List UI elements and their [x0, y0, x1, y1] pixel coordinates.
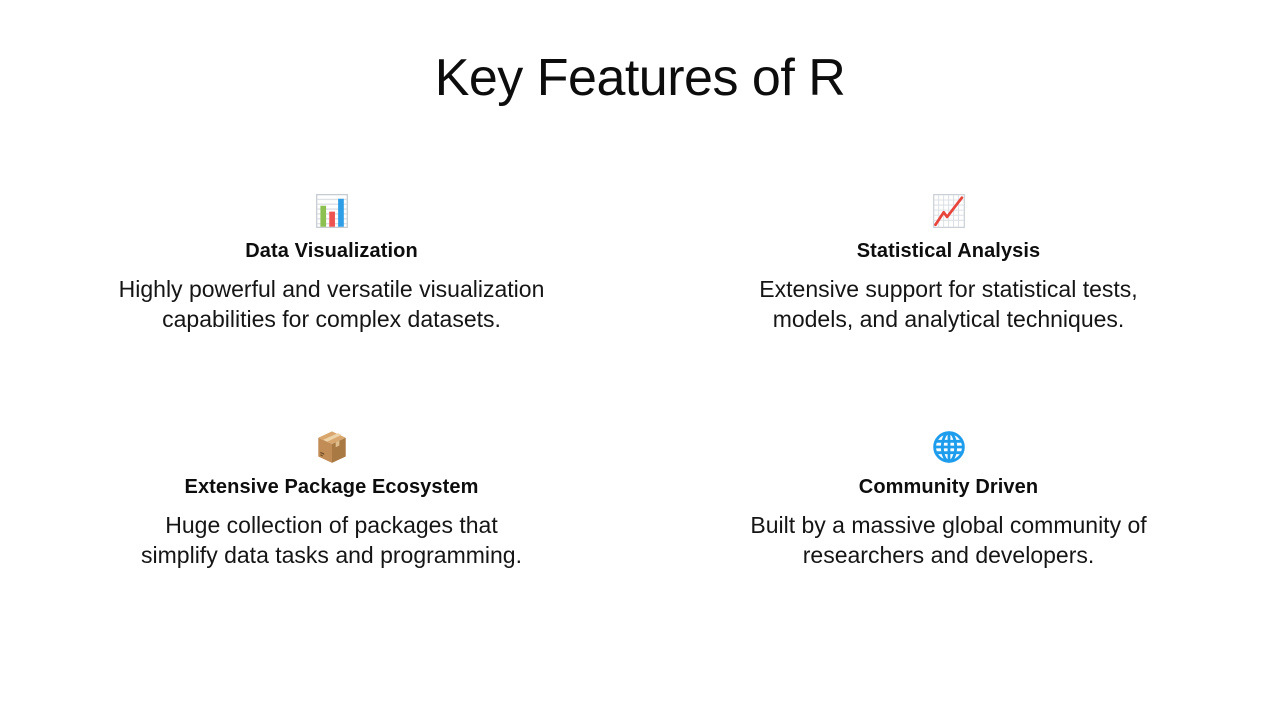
slide: Key Features of R	[0, 48, 1280, 720]
feature-title: Extensive Package Ecosystem	[184, 476, 479, 498]
feature-card-statistical-analysis: Statistical Analysis Extensive support f…	[702, 192, 1195, 334]
feature-title: Data Visualization	[245, 240, 418, 262]
feature-card-community-driven: Community Driven Built by a massive glob…	[702, 428, 1195, 570]
feature-card-data-visualization: Data Visualization Highly powerful and v…	[85, 192, 578, 334]
globe-icon	[930, 428, 968, 476]
feature-description: Highly powerful and versatile visualizat…	[118, 276, 545, 332]
page-title: Key Features of R	[434, 49, 846, 107]
feature-title: Statistical Analysis	[856, 240, 1041, 262]
package-icon	[313, 428, 351, 476]
bar-chart-icon	[313, 192, 351, 240]
feature-title: Community Driven	[858, 476, 1039, 498]
feature-description: Extensive support for statistical tests,…	[759, 276, 1138, 332]
feature-description: Built by a massive global community of r…	[750, 512, 1147, 568]
chart-increasing-icon	[930, 192, 968, 240]
feature-card-package-ecosystem: Extensive Package Ecosystem Huge collect…	[85, 428, 578, 570]
feature-description: Huge collection of packages that simplif…	[141, 512, 522, 568]
features-grid: Data Visualization Highly powerful and v…	[0, 192, 1280, 570]
